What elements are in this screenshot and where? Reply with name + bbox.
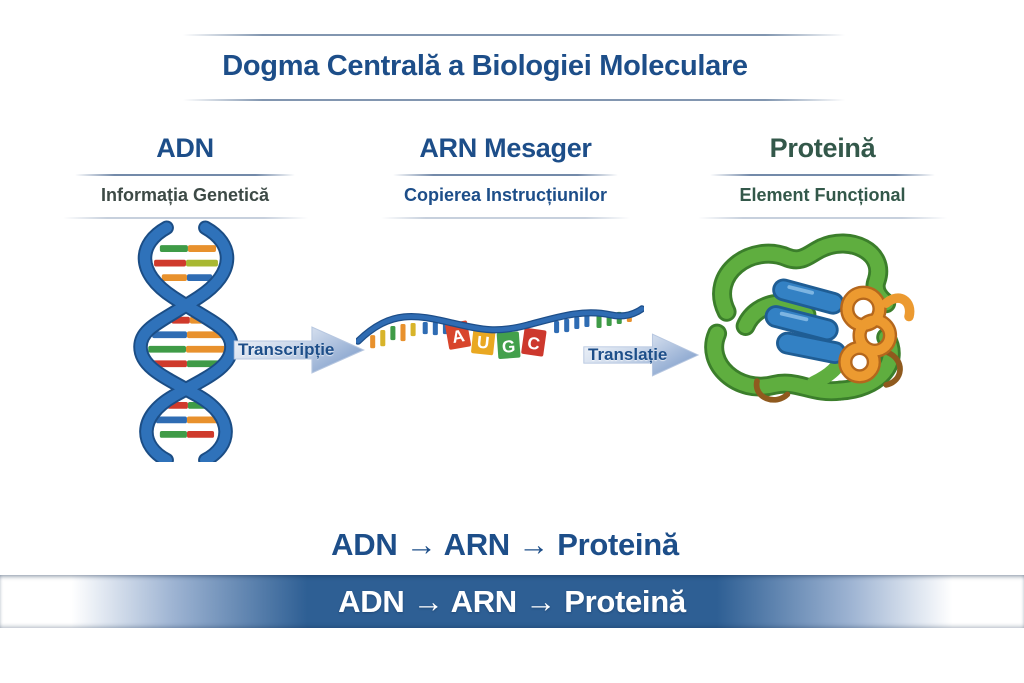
column-proteina-underline bbox=[710, 174, 935, 176]
column-proteina: Proteină Element Funcțional bbox=[695, 132, 950, 219]
column-arn-header: ARN Mesager bbox=[419, 133, 592, 163]
title-top-divider bbox=[183, 34, 845, 36]
translation-arrow-label: Translație bbox=[588, 345, 668, 364]
summary-formula: ADN → ARN → Proteină bbox=[331, 527, 679, 562]
column-adn-underline bbox=[75, 174, 295, 176]
column-adn: ADN Informația Genetică bbox=[60, 132, 310, 219]
mrna-backbone bbox=[356, 305, 644, 345]
protein-ribbons bbox=[704, 233, 915, 403]
column-adn-subtitle: Informația Genetică bbox=[100, 185, 270, 205]
dna-helix-illustration bbox=[133, 220, 239, 462]
column-arn-underline bbox=[393, 174, 618, 176]
codon-letter-a: A bbox=[450, 325, 466, 347]
transcription-arrow-shape bbox=[233, 326, 365, 374]
codon-letter-u: U bbox=[476, 332, 490, 353]
translation-arrow-shape bbox=[583, 333, 700, 377]
column-arn: ARN Mesager Copierea Instrucțiunilor bbox=[378, 132, 633, 219]
column-adn-subtitle-underline bbox=[62, 217, 308, 219]
mrna-strand-illustration: A U G C bbox=[356, 305, 644, 359]
protein-illustration bbox=[704, 233, 915, 403]
mrna-codon-tiles: A U G C bbox=[445, 320, 547, 359]
summary-banner: ADN → ARN → Proteină bbox=[0, 575, 1024, 628]
column-proteina-header: Proteină bbox=[769, 133, 876, 163]
dna-strands bbox=[133, 220, 239, 462]
codon-tile-u bbox=[471, 327, 496, 356]
column-arn-subtitle: Copierea Instrucțiunilor bbox=[403, 185, 608, 205]
mrna-nucleotide-ticks bbox=[370, 311, 632, 349]
page-title: Dogma Centrală a Biologiei Moleculare bbox=[222, 50, 748, 82]
codon-letter-g: G bbox=[501, 336, 516, 357]
codon-letter-c: C bbox=[526, 332, 541, 354]
column-arn-subtitle-underline bbox=[380, 217, 631, 219]
banner-formula: ADN → ARN → Proteină bbox=[338, 584, 686, 619]
title-bottom-divider bbox=[183, 99, 845, 101]
column-proteina-subtitle-underline bbox=[697, 217, 948, 219]
translation-arrow: Translație bbox=[580, 326, 702, 384]
column-proteina-subtitle: Element Funcțional bbox=[739, 185, 906, 205]
codon-tile-g bbox=[496, 331, 521, 359]
transcription-arrow-label: Transcripție bbox=[238, 340, 335, 359]
codon-tile-c bbox=[521, 327, 547, 357]
column-adn-header: ADN bbox=[156, 133, 214, 163]
transcription-arrow: Transcripție bbox=[230, 318, 368, 382]
